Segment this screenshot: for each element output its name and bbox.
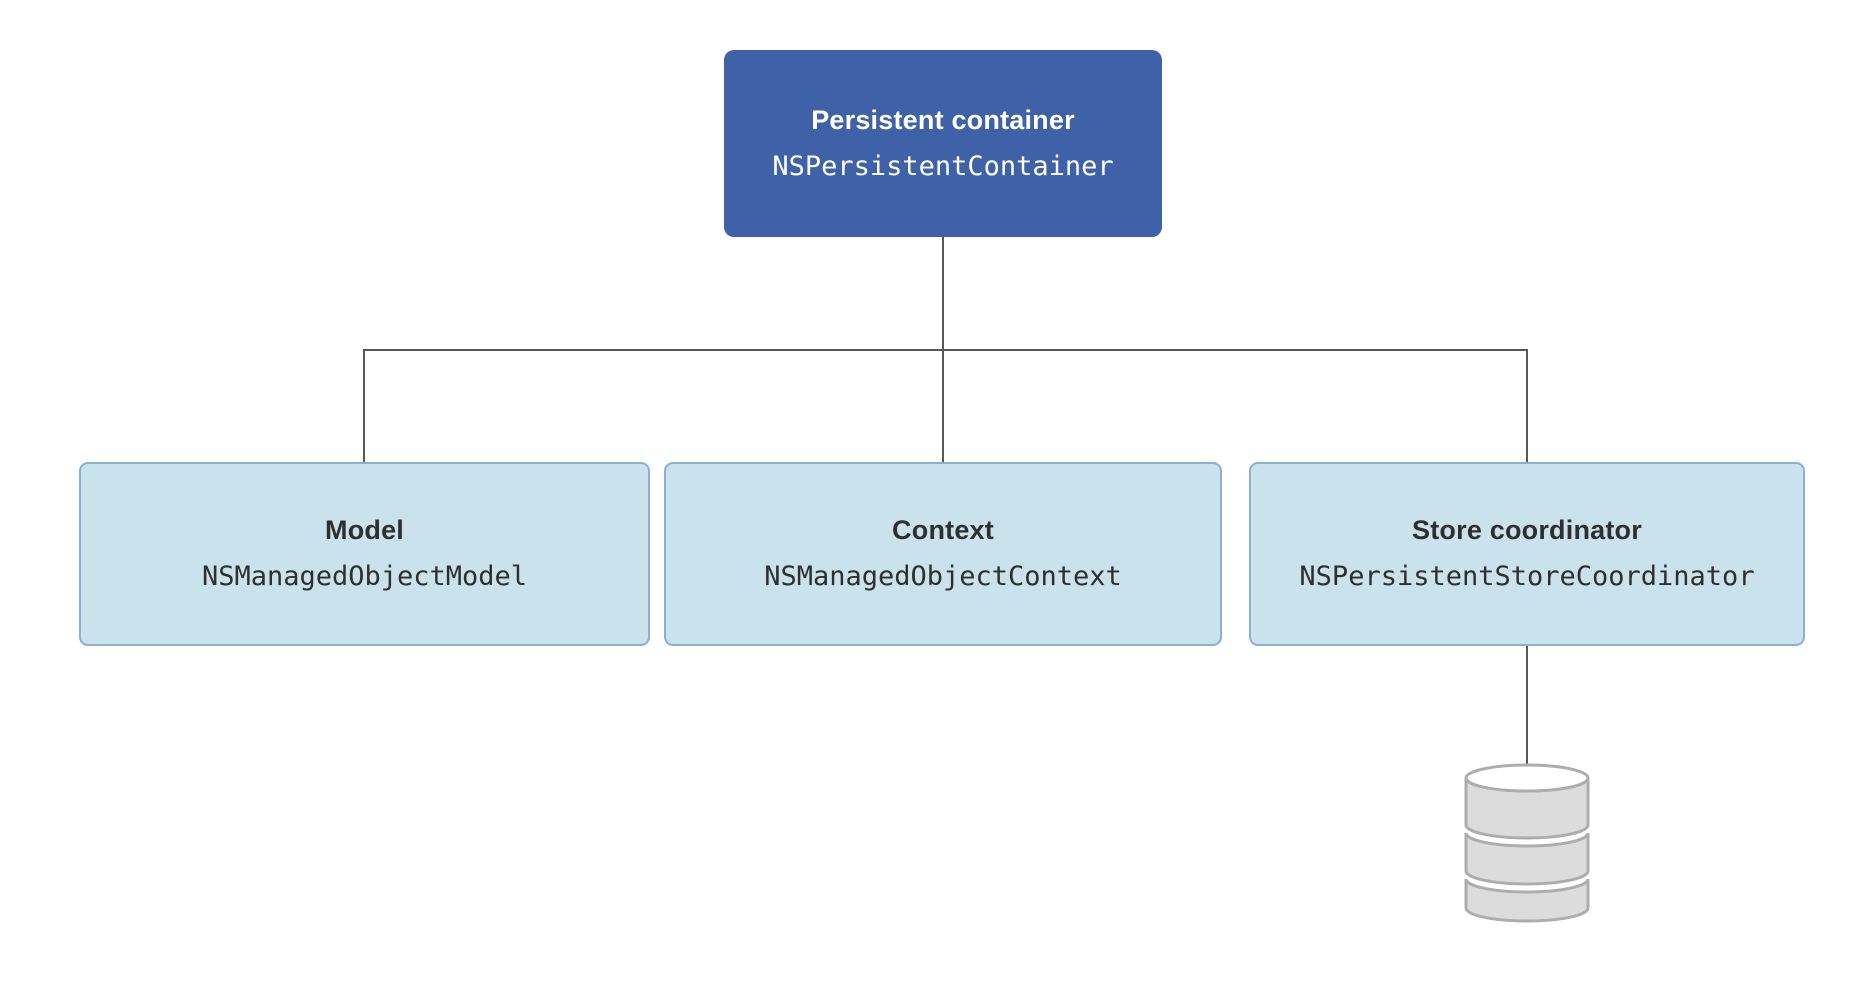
node-context: Context NSManagedObjectContext <box>664 462 1222 646</box>
node-class-name: NSManagedObjectModel <box>201 561 528 592</box>
node-title: Persistent container <box>811 104 1075 135</box>
node-class-name: NSManagedObjectContext <box>764 561 1122 592</box>
database-icon <box>1464 763 1590 923</box>
node-store-coordinator: Store coordinator NSPersistentStoreCoord… <box>1249 462 1805 646</box>
database-disk-middle <box>1464 832 1590 886</box>
node-persistent-container: Persistent container NSPersistentContain… <box>724 50 1162 237</box>
database-disk-bottom <box>1464 878 1590 923</box>
node-class-name: NSPersistentContainer <box>772 150 1114 182</box>
node-class-name: NSPersistentStoreCoordinator <box>1299 561 1755 592</box>
node-title: Context <box>892 515 994 545</box>
node-title: Store coordinator <box>1412 515 1642 545</box>
database-top-ellipse <box>1464 763 1590 793</box>
node-title: Model <box>325 515 404 545</box>
node-model: Model NSManagedObjectModel <box>79 462 650 646</box>
